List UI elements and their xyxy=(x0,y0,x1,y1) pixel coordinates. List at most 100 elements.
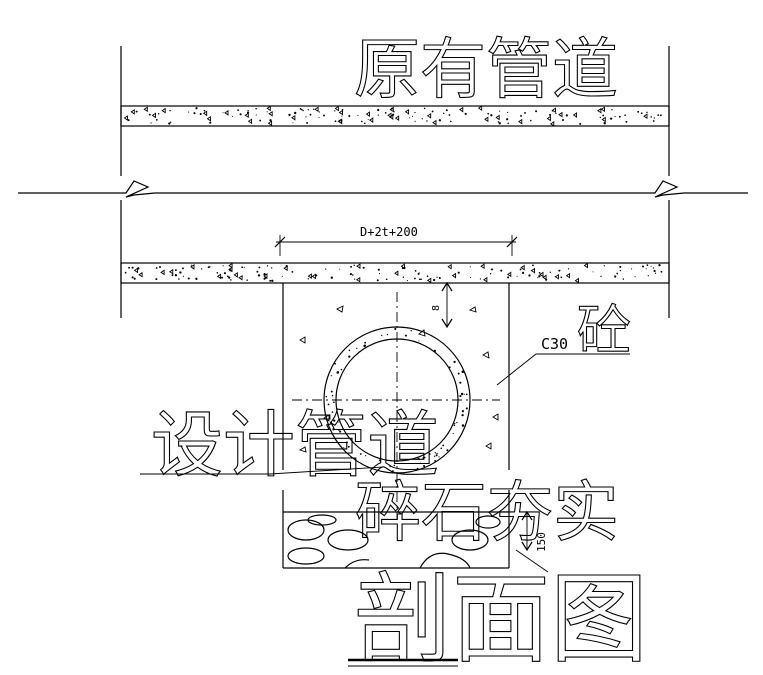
concrete-label: 砼 xyxy=(577,299,631,362)
aggregate-dot xyxy=(350,265,353,268)
aggregate-dot xyxy=(305,116,307,118)
aggregate-mark xyxy=(572,112,578,118)
pipe-wall-dot xyxy=(363,344,366,348)
aggregate-mark xyxy=(480,263,485,270)
aggregate-dot xyxy=(448,114,451,116)
aggregate-dot xyxy=(255,108,257,110)
aggregate-mark xyxy=(517,118,523,125)
aggregate-dot xyxy=(271,267,273,269)
aggregate-dot xyxy=(348,114,351,118)
aggregate-dot xyxy=(436,276,438,278)
aggregate-mark xyxy=(267,120,273,127)
aggregate-dot xyxy=(619,269,622,272)
pipe-wall-dot xyxy=(420,462,422,464)
aggregate-dot xyxy=(246,279,248,281)
pipe-wall-dot xyxy=(446,449,449,452)
pipe-wall-dot xyxy=(338,421,340,423)
aggregate-dot xyxy=(650,265,652,267)
aggregate-mark xyxy=(365,111,370,117)
aggregate-dot xyxy=(507,111,509,113)
aggregate-mark xyxy=(190,264,195,270)
concrete-grade-label: C30 xyxy=(541,335,568,353)
pipe-wall-dot xyxy=(433,455,436,457)
aggregate-dot xyxy=(421,118,423,120)
aggregate-dot xyxy=(603,122,606,125)
aggregate-mark xyxy=(206,115,211,122)
aggregate-dot xyxy=(520,114,522,117)
aggregate-dot xyxy=(199,112,202,116)
aggregate-dot xyxy=(135,110,138,113)
aggregate-dot xyxy=(414,111,416,114)
aggregate-dot xyxy=(271,279,274,282)
aggregate-dot xyxy=(155,278,158,281)
aggregate-dot xyxy=(281,275,283,277)
pipe-wall-dot xyxy=(452,432,454,435)
aggregate-mark xyxy=(447,263,452,270)
pipe-wall-dot xyxy=(442,444,445,447)
aggregate-dot xyxy=(174,274,178,277)
pipe-wall-dot xyxy=(348,349,351,352)
pipe-wall-dot xyxy=(416,467,419,470)
pipe-wall-dot xyxy=(456,421,458,424)
aggregate-dot xyxy=(330,276,333,279)
aggregate-dot xyxy=(334,120,337,123)
aggregate-dot xyxy=(179,271,182,274)
aggregate-dot xyxy=(614,275,617,278)
pipe-wall-dot xyxy=(457,372,460,375)
gap-arrow-bottom xyxy=(441,318,453,329)
design-pipe-label: 设计管道 xyxy=(151,403,439,487)
aggregate-dot xyxy=(127,119,130,122)
aggregate-mark xyxy=(233,272,238,278)
aggregate-dot xyxy=(378,273,381,275)
aggregate-dot xyxy=(409,117,411,119)
aggregate-dot xyxy=(516,275,518,277)
aggregate-dot xyxy=(538,272,541,274)
aggregate-dot xyxy=(393,111,395,113)
aggregate-dot xyxy=(652,267,655,269)
aggregate-mark xyxy=(432,119,437,126)
aggregate-dot xyxy=(519,268,522,271)
aggregate-mark xyxy=(224,110,229,116)
aggregate-dot xyxy=(558,269,561,272)
aggregate-dot xyxy=(187,277,190,280)
aggregate-dot xyxy=(616,272,619,275)
aggregate-dot xyxy=(148,113,151,116)
pipe-wall-dot xyxy=(459,381,462,384)
gravel-stones xyxy=(287,514,501,569)
aggregate-dot xyxy=(497,121,500,123)
pipe-wall-dot xyxy=(435,454,438,457)
aggregate-dot xyxy=(384,112,387,114)
pipe-wall-dot xyxy=(331,394,334,397)
aggregate-dot xyxy=(500,269,503,272)
pipe-wall-dot xyxy=(332,428,335,431)
aggregate-dot xyxy=(354,278,356,280)
concrete-texture-bottom xyxy=(124,262,663,284)
concrete-aggregate-marks xyxy=(298,305,499,453)
pipe-wall-dot xyxy=(453,424,456,427)
aggregate-dot xyxy=(549,113,552,116)
aggregate-dot xyxy=(168,122,171,125)
aggregate-dot xyxy=(652,120,655,122)
aggregate-dot xyxy=(237,109,240,112)
aggregate-dot xyxy=(532,264,534,267)
existing-pipe-top-band xyxy=(120,105,670,127)
aggregate-dot xyxy=(243,266,245,268)
aggregate-dot xyxy=(259,119,262,122)
aggregate-mark xyxy=(387,112,392,119)
aggregate-mark xyxy=(483,276,488,283)
aggregate-dot xyxy=(579,122,582,125)
pipe-wall-dot xyxy=(454,422,456,425)
aggregate-dot xyxy=(551,109,554,112)
gravel-compaction-label: 碎石夯实 xyxy=(355,474,619,551)
pipe-wall-dot xyxy=(327,403,330,406)
pipe-wall-dot xyxy=(364,341,367,344)
aggregate-dot xyxy=(470,276,472,278)
aggregate-dot xyxy=(660,270,663,273)
aggregate-dot xyxy=(445,109,448,112)
aggregate-mark xyxy=(549,121,555,127)
aggregate-dot xyxy=(487,112,490,115)
aggregate-dot xyxy=(650,116,652,118)
aggregate-mark xyxy=(138,271,143,278)
aggregate-dot xyxy=(313,108,315,110)
pipe-wall-dot xyxy=(356,347,358,350)
